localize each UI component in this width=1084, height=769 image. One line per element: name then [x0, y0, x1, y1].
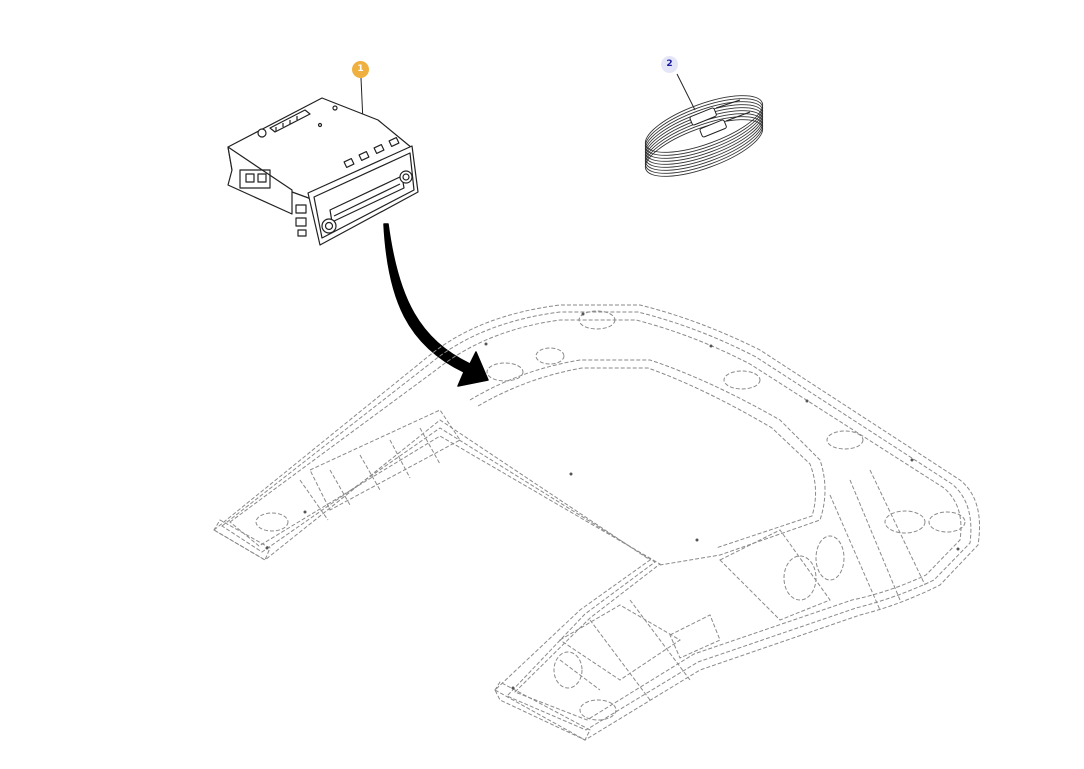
install-direction-arrow [383, 223, 489, 387]
frame-fasteners [265, 312, 960, 690]
radio-unit-icon[interactable] [227, 97, 419, 246]
callout-badge-1[interactable]: 1 [352, 61, 369, 78]
cab-roof-frame-icon [213, 304, 981, 741]
leader-line-2 [676, 73, 696, 111]
cable-coil-icon[interactable] [639, 84, 769, 188]
callout-badge-2[interactable]: 2 [661, 56, 678, 73]
